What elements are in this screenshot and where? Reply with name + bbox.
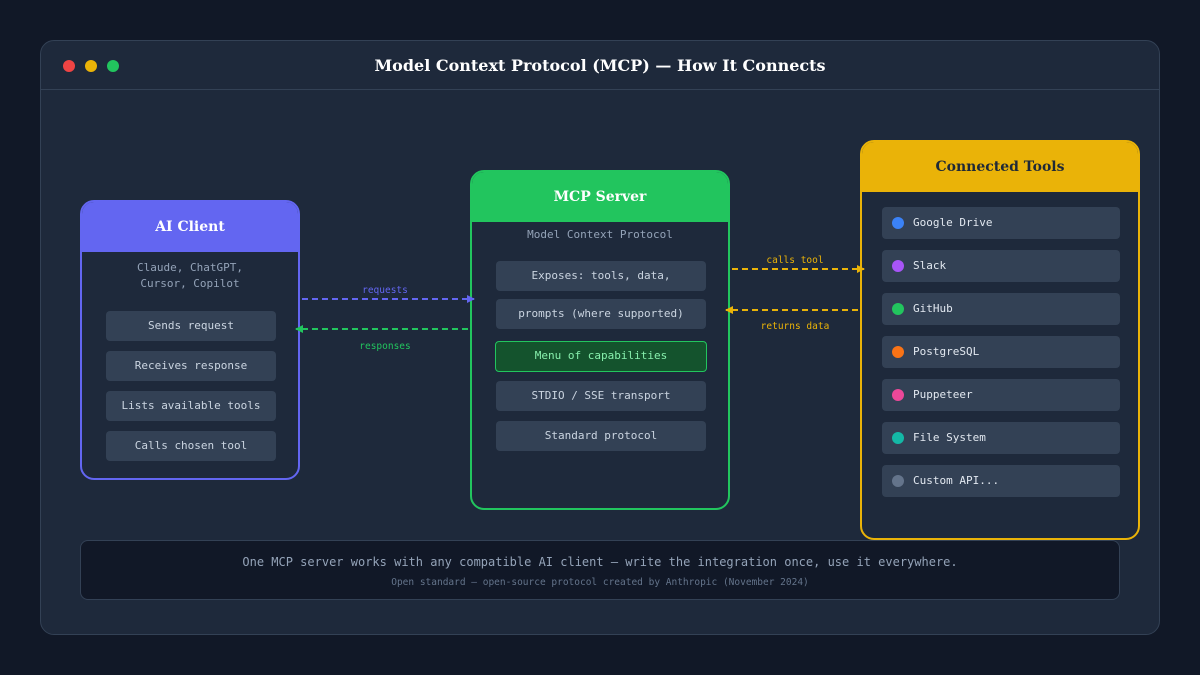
tool-label: GitHub xyxy=(913,302,953,315)
client-item-calls-tool: Calls chosen tool xyxy=(106,431,276,461)
close-window-dot-icon[interactable] xyxy=(63,60,75,72)
server-item-standard-protocol: Standard protocol xyxy=(496,421,706,451)
minimize-window-dot-icon[interactable] xyxy=(85,60,97,72)
connected-tools-panel: Connected Tools Google Drive Slack GitHu… xyxy=(860,140,1140,540)
ai-client-header: AI Client xyxy=(82,202,298,252)
postgresql-dot-icon xyxy=(892,346,904,358)
google-drive-dot-icon xyxy=(892,217,904,229)
tool-file-system: File System xyxy=(882,422,1120,454)
tool-label: Slack xyxy=(913,259,947,272)
mcp-server-panel: MCP Server Model Context Protocol Expose… xyxy=(470,170,730,510)
server-item-exposes: Exposes: tools, data, xyxy=(496,261,706,291)
github-dot-icon xyxy=(892,303,904,315)
tool-google-drive: Google Drive xyxy=(882,207,1120,239)
client-item-receives-response: Receives response xyxy=(106,351,276,381)
ai-client-subtitle-line1: Claude, ChatGPT, xyxy=(137,261,243,274)
tool-github: GitHub xyxy=(882,293,1120,325)
slack-dot-icon xyxy=(892,260,904,272)
title-bar: Model Context Protocol (MCP) — How It Co… xyxy=(41,41,1159,90)
mcp-server-subtitle: Model Context Protocol xyxy=(527,228,673,241)
footer-attribution: Open standard — open-source protocol cre… xyxy=(391,577,809,588)
server-item-menu-of-capabilities: Menu of capabilities xyxy=(495,341,707,372)
puppeteer-dot-icon xyxy=(892,389,904,401)
footer-note-box: One MCP server works with any compatible… xyxy=(80,540,1120,600)
tool-puppeteer: Puppeteer xyxy=(882,379,1120,411)
tool-postgresql: PostgreSQL xyxy=(882,336,1120,368)
tool-label: PostgreSQL xyxy=(913,345,980,358)
ai-client-panel: AI Client Claude, ChatGPT, Cursor, Copil… xyxy=(80,200,300,480)
calls-tool-label: calls tool xyxy=(766,255,823,266)
tool-label: Custom API... xyxy=(913,474,1000,487)
responses-label: responses xyxy=(359,341,410,352)
mcp-server-header: MCP Server xyxy=(472,172,728,222)
footer-main-text: One MCP server works with any compatible… xyxy=(242,555,958,569)
requests-label: requests xyxy=(362,285,408,296)
tool-custom-api: Custom API... xyxy=(882,465,1120,497)
diagram-title: Model Context Protocol (MCP) — How It Co… xyxy=(374,56,826,75)
tool-label: File System xyxy=(913,431,986,444)
tool-label: Puppeteer xyxy=(913,388,973,401)
returns-data-label: returns data xyxy=(761,321,830,332)
tool-slack: Slack xyxy=(882,250,1120,282)
file-system-dot-icon xyxy=(892,432,904,444)
custom-api-dot-icon xyxy=(892,475,904,487)
ai-client-subtitle-line2: Cursor, Copilot xyxy=(140,277,240,290)
tool-label: Google Drive xyxy=(913,216,993,229)
connected-tools-header: Connected Tools xyxy=(862,142,1138,192)
server-item-transport: STDIO / SSE transport xyxy=(496,381,706,411)
client-item-sends-request: Sends request xyxy=(106,311,276,341)
maximize-window-dot-icon[interactable] xyxy=(107,60,119,72)
server-item-prompts: prompts (where supported) xyxy=(496,299,706,329)
client-item-lists-tools: Lists available tools xyxy=(106,391,276,421)
